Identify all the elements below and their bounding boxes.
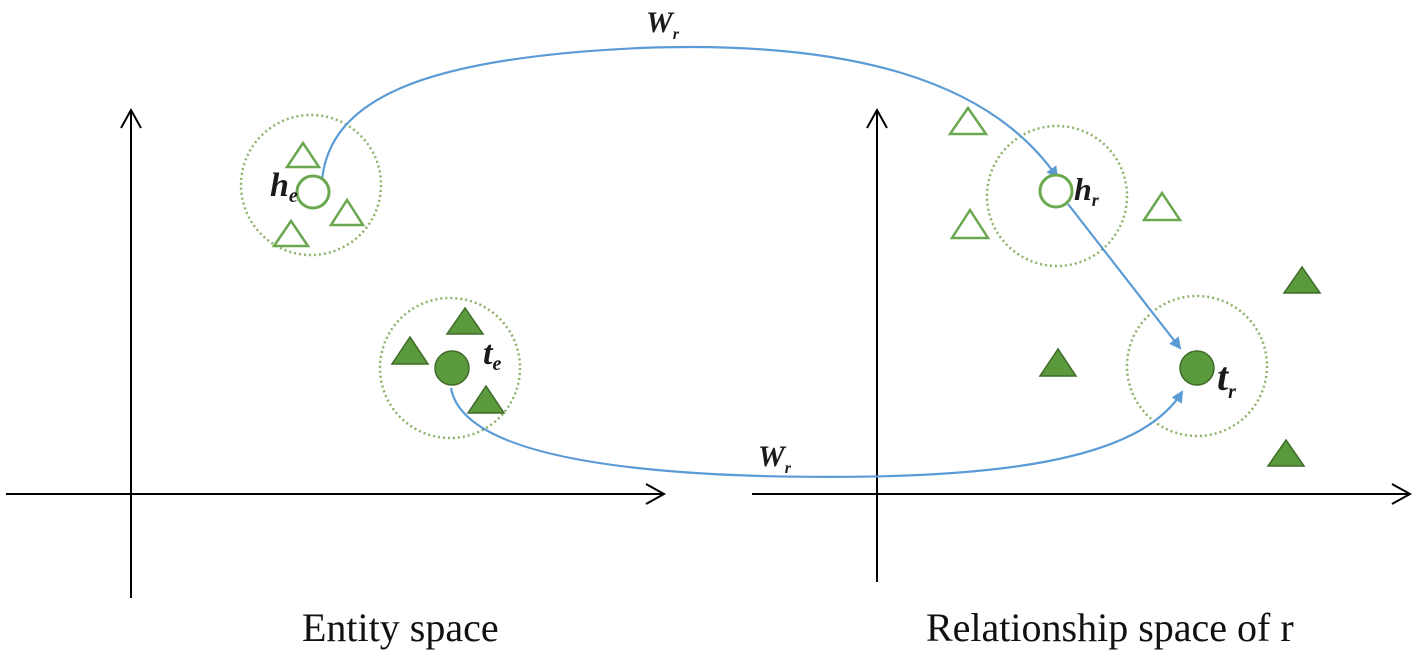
filled-triangle-icon (1038, 347, 1078, 377)
relationship-space-caption: Relationship space of r (926, 605, 1294, 650)
tail-relation-label: tr (1217, 354, 1236, 403)
filled-triangle-icon (1282, 265, 1322, 294)
relation-translation-arrow (1067, 203, 1182, 350)
head-relation-node (1038, 173, 1074, 209)
relationship-y-axis-arrowhead (866, 107, 888, 129)
hollow-triangle-icon (328, 197, 366, 227)
entity-y-axis-arrowhead (120, 107, 142, 129)
entity-x-axis-arrowhead (645, 483, 667, 505)
projection-curve-bottom (449, 387, 1184, 479)
projection-curve-top (320, 45, 1059, 181)
head-entity-label: he (270, 167, 298, 207)
relationship-x-axis-arrowhead (1391, 483, 1413, 505)
relationship-space-shapes (947, 105, 1322, 467)
tail-relation-neighborhood (1125, 294, 1269, 438)
relationship-space-axes (752, 107, 1413, 582)
entity-space-axes (6, 107, 667, 598)
projection-bottom-label: Wr (758, 440, 792, 477)
hollow-triangle-icon (271, 218, 311, 248)
head-relation-neighborhood (985, 124, 1129, 268)
math-labels: he te hr tr Wr Wr (270, 6, 1236, 477)
tail-entity-neighborhood (378, 296, 522, 440)
head-entity-node (295, 174, 331, 210)
hollow-triangle-icon (947, 105, 989, 136)
filled-triangle-icon (445, 306, 485, 335)
filled-triangle-icon (390, 335, 430, 365)
hollow-triangle-icon (949, 207, 991, 240)
projection-top-label: Wr (646, 6, 680, 43)
filled-triangle-icon (466, 384, 506, 414)
entity-space-caption: Entity space (302, 605, 499, 650)
hollow-triangle-icon (284, 140, 322, 169)
hollow-triangle-icon (1141, 190, 1183, 222)
neighborhood-circles (239, 113, 1269, 440)
projection-arrows (320, 45, 1184, 479)
tail-entity-node (434, 350, 470, 386)
filled-triangle-icon (1266, 438, 1306, 467)
head-entity-neighborhood (239, 113, 383, 257)
tail-relation-node (1179, 350, 1215, 386)
entity-space-shapes (271, 140, 506, 414)
tail-entity-label: te (483, 335, 501, 375)
head-relation-label: hr (1074, 171, 1100, 210)
